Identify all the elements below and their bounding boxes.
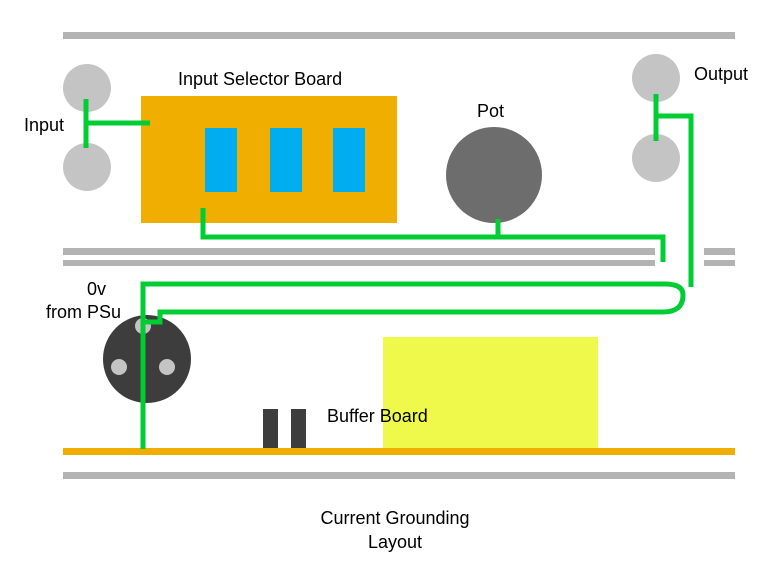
psu-pin-left (111, 359, 127, 375)
buffer-board-label: Buffer Board (327, 406, 428, 426)
zero-v-label: 0v (87, 279, 107, 299)
buffer-component-1 (263, 409, 278, 448)
input-selector-board-label: Input Selector Board (178, 69, 343, 89)
top-chassis-rail (63, 32, 735, 39)
bottom-chassis-rail (63, 472, 735, 479)
input-ground-wire (83, 99, 150, 148)
pot-label: Pot (477, 101, 505, 121)
output-jack-bottom (632, 134, 680, 182)
pot (446, 127, 542, 223)
input-jack-top (63, 64, 111, 112)
psu-pin-right (159, 359, 175, 375)
selector-switch-1 (205, 128, 237, 192)
selector-switch-3 (333, 128, 365, 192)
psu-connector (103, 315, 191, 403)
buffer-rail (63, 448, 735, 455)
middle-chassis-rail-upper-left (63, 248, 655, 255)
caption-line-1: Current Grounding (320, 508, 470, 528)
input-label: Input (24, 115, 65, 135)
psu-to-buffer-ground-wire (140, 281, 686, 449)
from-psu-label: from PSu (46, 302, 122, 322)
output-ground-wire (653, 94, 694, 287)
buffer-board (383, 337, 598, 448)
input-jack-bottom (63, 143, 111, 191)
output-jack-top (632, 54, 680, 102)
caption-line-2: Layout (367, 532, 423, 552)
output-label: Output (694, 64, 749, 84)
middle-chassis-rail-lower-right (704, 260, 735, 266)
middle-chassis-rail-lower-left (63, 260, 655, 266)
buffer-component-2 (291, 409, 306, 448)
selector-to-pot-ground-wire (200, 208, 666, 262)
middle-chassis-rail-upper-right (704, 248, 735, 255)
selector-switch-2 (270, 128, 302, 192)
